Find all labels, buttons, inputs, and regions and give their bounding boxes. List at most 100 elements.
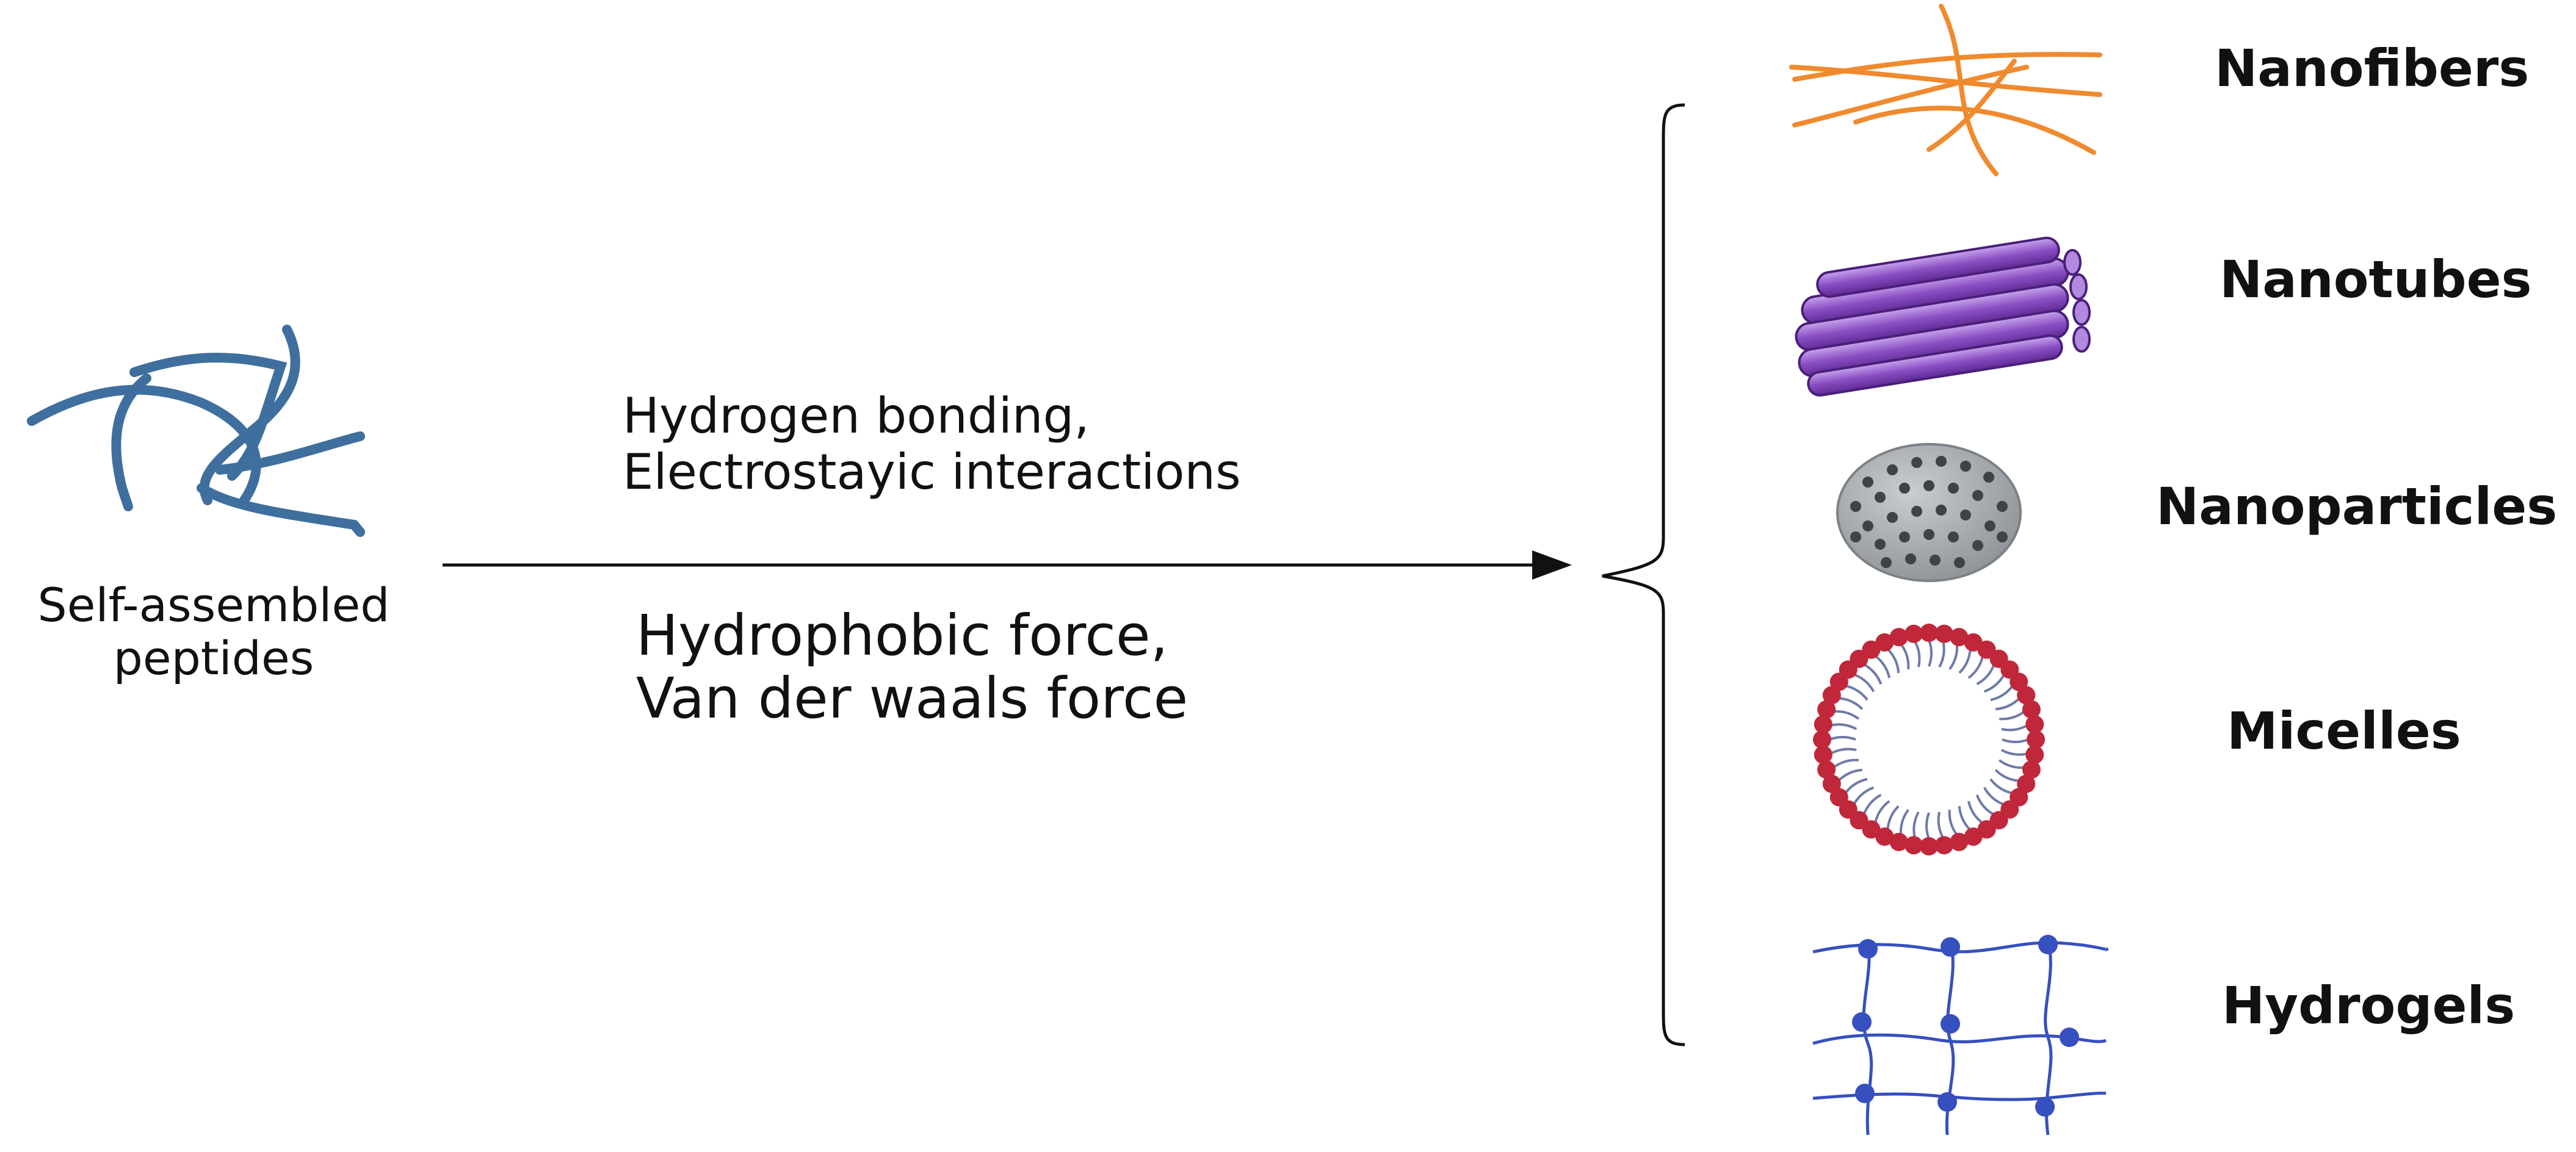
reaction-arrow <box>443 550 1572 580</box>
condition-line: Hydrogen bonding, <box>623 387 1090 444</box>
micelle-head <box>2022 700 2041 719</box>
micelle-head <box>1889 832 1908 851</box>
micelle-tail <box>1863 663 1883 685</box>
micelle-head <box>1822 774 1841 793</box>
micelle-head <box>1889 628 1908 647</box>
micelle-tail <box>1998 759 2025 769</box>
micelle-head <box>1822 686 1841 705</box>
micelle-tail <box>1845 684 1869 701</box>
micelle-tail <box>1844 777 1868 794</box>
micelle-head <box>1905 836 1923 855</box>
micelle-tail <box>1833 710 1860 720</box>
micelle-head <box>2022 760 2041 779</box>
micelle-head <box>1950 628 1969 647</box>
source-label-line: peptides <box>113 631 314 686</box>
micelle-tail <box>2000 749 2028 756</box>
condition-line: Van der waals force <box>636 666 1189 732</box>
micelle-tail <box>1999 710 2025 721</box>
micelle-tail <box>1862 793 1882 815</box>
micelle-head <box>1814 715 1833 734</box>
micelle-tail <box>1995 697 2021 711</box>
micelle-head <box>2010 672 2028 691</box>
micelle-head <box>1920 837 1938 855</box>
structure-label-micelles: Micelles <box>2227 701 2461 761</box>
nanotube-icon <box>1795 236 2091 397</box>
micelle-tail <box>1837 768 1863 782</box>
micelle-tail <box>1912 811 1920 838</box>
micelle-tail <box>1967 801 1984 824</box>
micelle-tail <box>2002 738 2029 743</box>
micelle-head <box>1817 700 1836 719</box>
nanofiber-icon <box>1789 4 2102 176</box>
micelle-head <box>2025 745 2044 764</box>
structure-label-nanotubes: Nanotubes <box>2220 250 2532 309</box>
micelle-tail <box>1886 805 1900 830</box>
micelle-head <box>1829 788 1848 807</box>
peptide-icon <box>27 325 365 537</box>
conditions-above-arrow: Hydrogen bonding, Electrostayic interact… <box>623 388 1241 500</box>
micelle-tail <box>1994 769 2020 782</box>
micelle-head <box>2017 774 2036 793</box>
conditions-below-arrow: Hydrophobic force, Van der waals force <box>636 604 1188 730</box>
hydrogel-crosslinks <box>1852 935 2079 1117</box>
micelle-head <box>2025 715 2044 734</box>
structure-label-nanofibers: Nanofibers <box>2215 38 2530 98</box>
micelle-tail <box>1838 697 1864 710</box>
nanoparticle-icon <box>1836 443 2022 582</box>
micelle-tail <box>1829 736 1856 741</box>
micelle-head <box>1905 624 1923 643</box>
micelle-tail <box>1928 639 1933 667</box>
micelle-head <box>1964 633 1983 652</box>
condition-line: Hydrophobic force, <box>636 603 1168 668</box>
micelle-tail <box>1958 649 1972 674</box>
micelle-head <box>1817 760 1836 779</box>
micelle-tail <box>1937 812 1944 839</box>
micelle-tail <box>1873 800 1890 824</box>
micelle-tail <box>1989 778 2013 795</box>
structure-label-hydrogels: Hydrogels <box>2222 976 2516 1035</box>
micelle-tail <box>1925 812 1930 840</box>
micelle-head <box>1862 640 1881 659</box>
micelle-head <box>1934 836 1953 855</box>
micelle-tail <box>1886 648 1900 674</box>
source-label: Self-assembled peptides <box>0 578 427 685</box>
micelle-head <box>1977 820 1996 839</box>
micelle-tail <box>1948 809 1958 836</box>
micelle-tail <box>1948 644 1959 671</box>
micelle-tail <box>1874 655 1891 679</box>
product-bracket <box>1602 103 1685 1046</box>
micelle-tail <box>1983 674 2005 693</box>
micelle-head <box>1934 624 1953 643</box>
micelle-head <box>1813 730 1831 749</box>
micelle-tail <box>1938 641 1945 668</box>
source-label-line: Self-assembled <box>37 578 390 632</box>
micelle-tail <box>1853 786 1875 805</box>
micelle-tail <box>1983 787 2005 806</box>
micelle-tail <box>1833 758 1859 769</box>
micelle-tail <box>1899 808 1909 835</box>
micelle-tail <box>1914 640 1921 668</box>
micelle-tail <box>1967 655 1984 679</box>
micelle-tail <box>1976 664 1995 686</box>
micelle-tail <box>1829 747 1857 755</box>
micelle-tail <box>1958 805 1972 831</box>
micelle-tail <box>2001 724 2028 732</box>
micelle-head <box>1964 827 1983 846</box>
micelle-head <box>1875 633 1894 652</box>
micelle-tail <box>1990 685 2014 702</box>
micelle-tail <box>1975 794 1995 816</box>
micelle-head <box>1920 624 1938 642</box>
micelle-tail <box>1830 723 1858 730</box>
micelle-head <box>1950 832 1969 851</box>
structure-label-nanoparticles: Nanoparticles <box>2156 477 2558 536</box>
micelle-head <box>1875 827 1894 846</box>
micelle-tail <box>1900 643 1910 670</box>
micelle-icon <box>1813 624 2045 855</box>
micelle-head <box>2027 730 2045 749</box>
micelle-tail <box>1853 673 1875 693</box>
micelle-head <box>1814 745 1833 764</box>
condition-line: Electrostayic interactions <box>623 444 1241 500</box>
micelle-head <box>2017 686 2036 705</box>
